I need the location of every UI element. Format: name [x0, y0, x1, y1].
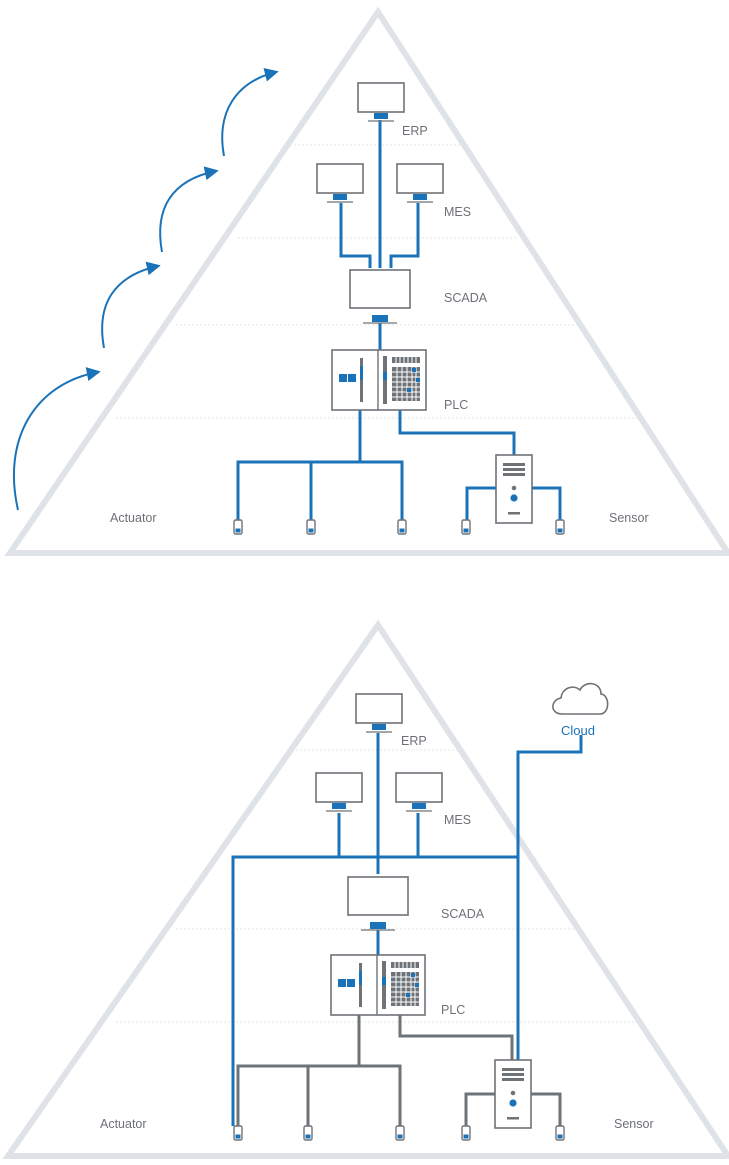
actuator-device-icon [303, 1125, 313, 1141]
plc-label: PLC [444, 398, 468, 412]
mes-label: MES [444, 205, 471, 219]
actuator-device-icon [233, 519, 243, 535]
sensor-device-icon [555, 519, 565, 535]
cloud-label: Cloud [561, 723, 595, 738]
erp-label: ERP [402, 124, 428, 138]
top-connections [236, 120, 562, 520]
actuator-device-icon [397, 519, 407, 535]
sensor-device-icon [555, 1125, 565, 1141]
scada-monitor-icon [347, 876, 409, 931]
cloud-icon [552, 682, 609, 715]
bottom-pyramid-outline [2, 619, 729, 1159]
erp-label: ERP [401, 734, 427, 748]
actuator-device-icon [306, 519, 316, 535]
mes-monitor-right-icon [396, 163, 444, 203]
sensor-device-icon [461, 519, 471, 535]
actuator-device-icon [395, 1125, 405, 1141]
sensor-label: Sensor [614, 1117, 654, 1131]
sensor-gateway-icon [494, 1059, 532, 1129]
mes-monitor-left-icon [315, 772, 363, 812]
sensor-gateway-icon [495, 454, 533, 524]
sensor-label: Sensor [609, 511, 649, 525]
top-diagram: ERP MES SCADA PLC Actuator Sensor [4, 6, 729, 556]
plc-icon [331, 349, 427, 411]
bottom-diagram: Cloud ERP MES SCADA PLC Actuator Sensor [2, 619, 729, 1159]
scada-monitor-icon [349, 269, 411, 324]
scada-label: SCADA [441, 907, 485, 921]
top-pyramid-outline [4, 6, 729, 556]
actuator-label: Actuator [110, 511, 157, 525]
top-growth-arrows [13, 67, 279, 511]
actuator-label: Actuator [100, 1117, 147, 1131]
erp-monitor-icon [357, 82, 405, 122]
actuator-device-icon [233, 1125, 243, 1141]
bottom-field-connections [236, 1012, 562, 1126]
mes-label: MES [444, 813, 471, 827]
sensor-device-icon [461, 1125, 471, 1141]
mes-monitor-left-icon [316, 163, 364, 203]
bottom-network-connections [231, 733, 583, 1126]
plc-icon [330, 954, 426, 1016]
erp-monitor-icon [355, 693, 403, 733]
plc-label: PLC [441, 1003, 465, 1017]
scada-label: SCADA [444, 291, 488, 305]
mes-monitor-right-icon [395, 772, 443, 812]
